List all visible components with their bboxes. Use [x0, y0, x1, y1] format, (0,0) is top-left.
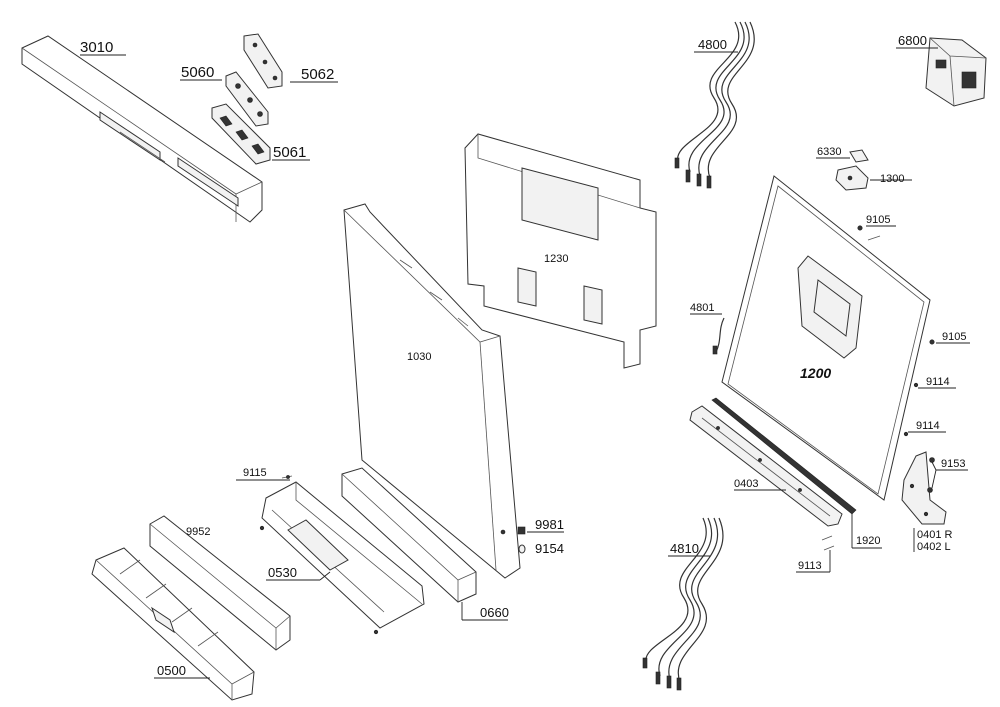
label-0530: 0530 [268, 565, 297, 580]
part-9154 [518, 544, 526, 554]
label-5062: 5062 [301, 66, 334, 83]
label-0500: 0500 [157, 663, 186, 678]
screw-part-9105-top [857, 225, 881, 241]
label-9154: 9154 [535, 541, 564, 556]
label-0660: 0660 [480, 605, 509, 620]
label-1200: 1200 [800, 365, 831, 381]
screw-part-9113 [821, 535, 835, 551]
electronic-module-part-5062 [243, 33, 283, 89]
outer-door-part-1030 [343, 203, 521, 579]
label-9105-top: 9105 [866, 214, 890, 226]
label-3010: 3010 [80, 39, 113, 56]
electronic-module-part-5060 [225, 71, 269, 127]
label-1230: 1230 [544, 253, 568, 265]
label-6800: 6800 [898, 33, 927, 48]
label-9952: 9952 [186, 526, 210, 538]
cable-part-4801 [712, 317, 725, 355]
insulation-part-1230 [464, 133, 657, 369]
label-9105-right: 9105 [942, 331, 966, 343]
label-0401-r: 0401 R [917, 529, 953, 541]
hinge-part-0401-0402 [901, 451, 947, 525]
label-9115: 9115 [243, 467, 267, 479]
label-9114-lower: 9114 [916, 420, 940, 432]
label-4800: 4800 [698, 37, 727, 52]
screw-part-9114-lower [903, 431, 909, 437]
label-5060: 5060 [181, 64, 214, 81]
label-9153: 9153 [941, 458, 965, 470]
bracket-part-0530 [259, 481, 425, 635]
door-lock-part-1300 [835, 165, 869, 191]
label-1300: 1300 [880, 173, 904, 185]
screw-part-9114-upper [913, 382, 919, 388]
cable-harness-part-4800 [674, 21, 755, 189]
part-9981 [517, 526, 526, 535]
cable-harness-part-4810 [642, 517, 724, 691]
screw-part-9105-right [929, 339, 935, 345]
electronic-module-part-5061 [211, 103, 271, 165]
spacer-part-0660 [341, 467, 477, 603]
label-9114-upper: 9114 [926, 376, 950, 388]
label-5061: 5061 [273, 144, 306, 161]
door-seal-part-1920 [711, 397, 857, 515]
base-part-0500 [91, 547, 255, 701]
kickplate-part-9952 [149, 515, 291, 651]
inner-door-part-1200 [721, 175, 931, 501]
label-4810: 4810 [670, 541, 699, 556]
detergent-dispenser-part-6800 [925, 37, 987, 107]
screw-part-9115 [281, 475, 293, 479]
label-9981: 9981 [535, 517, 564, 532]
label-1920: 1920 [856, 535, 880, 547]
label-0402-l: 0402 L [917, 541, 951, 553]
label-4801: 4801 [690, 302, 714, 314]
door-latch-part-6330 [849, 149, 869, 163]
label-6330: 6330 [817, 146, 841, 158]
bottom-strip-part-0403 [689, 405, 843, 527]
label-9113: 9113 [798, 560, 822, 572]
control-panel-part-3010 [21, 35, 263, 223]
label-0403: 0403 [734, 478, 758, 490]
label-1030: 1030 [407, 351, 431, 363]
screw-part-9153 [927, 457, 937, 493]
